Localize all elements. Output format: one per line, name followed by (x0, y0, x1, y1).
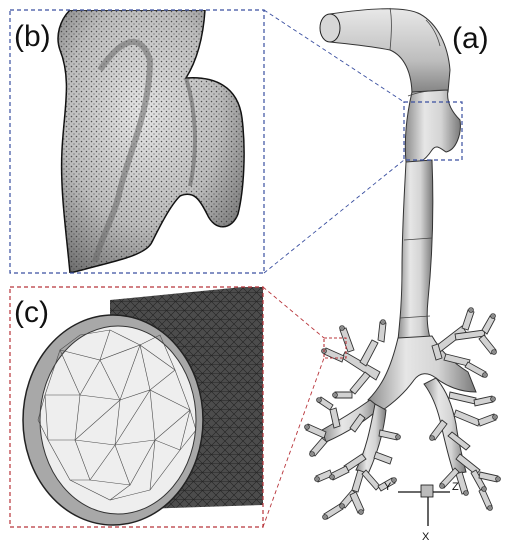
trachea (397, 159, 434, 341)
larynx-region (404, 89, 461, 163)
cross-section-triangle-mesh (37, 329, 197, 501)
panel-c-frame (9, 286, 264, 528)
zoom-connectors (262, 9, 405, 528)
oral-inlet-tube (329, 8, 451, 97)
oral-inlet-opening (319, 13, 341, 43)
panel-a-airway-model: (a) (304, 7, 501, 520)
panel-b-label: (b) (14, 20, 51, 53)
origin-marker (420, 484, 434, 498)
panel-c-zoom: (c) (9, 286, 264, 528)
main-bronchi (367, 335, 477, 413)
zoom-box-c (323, 337, 347, 359)
x-axis-label: X (422, 531, 430, 543)
coordinate-axes: Y Z X (384, 481, 459, 543)
z-axis-label: Z (452, 481, 459, 493)
bronchial-branches (305, 309, 499, 520)
y-axis-label: Y (384, 481, 392, 493)
panel-a-label: (a) (452, 22, 489, 55)
model-segment-seams (389, 7, 447, 319)
panel-b-frame (9, 9, 265, 274)
panel-b-zoom: (b) (9, 9, 265, 274)
panel-c-label: (c) (14, 296, 49, 329)
zoom-box-b (403, 101, 463, 161)
